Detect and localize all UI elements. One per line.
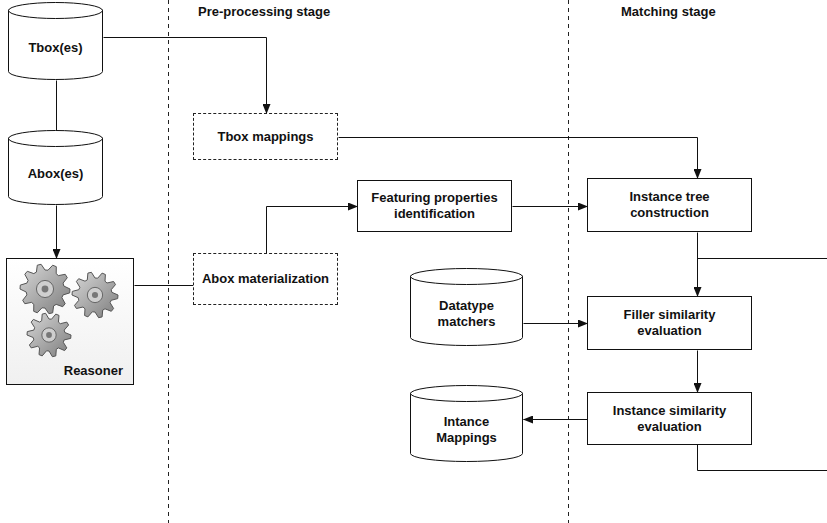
gear-axle — [42, 286, 49, 293]
gears-illustration — [7, 259, 133, 359]
node-text: Instance similarity evaluation — [593, 403, 746, 435]
connector — [697, 233, 698, 297]
dashed-process-box: Abox materialization — [193, 253, 338, 305]
stage-divider — [568, 0, 569, 523]
stage-divider — [168, 0, 169, 523]
stage-label: Matching stage — [621, 4, 716, 19]
node-text: Reasoner — [64, 363, 123, 379]
loop-wire — [698, 445, 827, 471]
connector — [267, 207, 358, 254]
node-text: Tbox(es) — [28, 40, 82, 56]
gear-hub — [36, 280, 53, 297]
node-text: Instance tree construction — [593, 189, 746, 221]
database-cylinder: Intance Mappings — [410, 385, 523, 462]
connector — [56, 206, 57, 259]
gear-axle — [46, 332, 52, 338]
process-box: Instance tree construction — [587, 178, 752, 232]
gear — [20, 264, 70, 313]
node-text: Tbox mappings — [217, 129, 313, 145]
connector — [56, 81, 57, 131]
node-text: Featuring properties identification — [363, 190, 506, 222]
node-text: Datatype matchers — [415, 298, 518, 330]
connector — [524, 323, 588, 324]
connector — [104, 38, 267, 114]
stage-label: Pre-processing stage — [198, 4, 330, 19]
dashed-process-box: Tbox mappings — [193, 113, 338, 160]
gear-hub — [42, 328, 56, 342]
connector — [339, 138, 698, 179]
node-text: Filler similarity evaluation — [593, 307, 746, 339]
loop-wire — [698, 258, 827, 259]
database-cylinder: Tbox(es) — [8, 2, 103, 80]
connector — [524, 419, 588, 420]
connector — [513, 206, 588, 207]
connector — [697, 351, 698, 393]
process-box: Filler similarity evaluation — [587, 296, 752, 350]
database-cylinder: Datatype matchers — [410, 268, 523, 346]
process-box: Featuring properties identification — [357, 180, 512, 232]
gear-axle — [92, 292, 98, 298]
process-box: Instance similarity evaluation — [587, 392, 752, 445]
gear — [72, 272, 118, 317]
node-text: Abox materialization — [202, 271, 329, 287]
gear-hub — [87, 287, 102, 302]
gear — [27, 313, 71, 356]
node-text: Intance Mappings — [415, 414, 518, 446]
database-cylinder: Abox(es) — [8, 130, 103, 205]
node-text: Abox(es) — [28, 166, 84, 182]
reasoner-box: Reasoner — [6, 258, 134, 385]
